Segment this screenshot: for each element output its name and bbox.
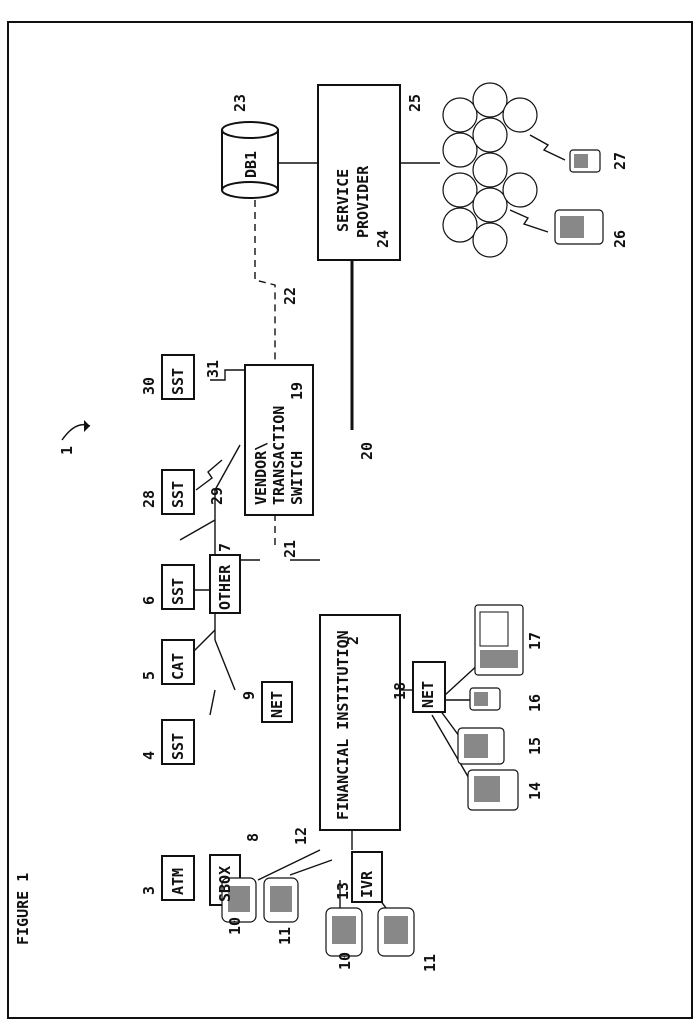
ivr-ref: 13	[334, 882, 352, 900]
vendor-label-1: VENDOR\	[252, 442, 270, 505]
link-22-ref: 22	[281, 287, 299, 305]
link-22	[255, 200, 275, 370]
financial-institution-box	[320, 615, 400, 830]
sp-ref: 24	[374, 230, 392, 248]
phone-14-ref: 14	[526, 782, 544, 800]
network-cloud-25	[443, 83, 537, 257]
sst6-label: SST	[169, 578, 187, 605]
atm-label: ATM	[169, 868, 187, 895]
vendor-label-3: SWITCH	[288, 451, 306, 505]
link-20-ref: 20	[358, 442, 376, 460]
net18-ref: 18	[391, 682, 409, 700]
sbox-label: SBOX	[216, 866, 234, 902]
other-ref: 7	[216, 543, 234, 552]
sst28-label: SST	[169, 481, 187, 508]
phone-10a-ref: 10	[226, 917, 244, 935]
phone-15-ref: 15	[526, 737, 544, 755]
link-other	[215, 640, 235, 690]
phone-26-ref: 26	[611, 230, 629, 248]
sbox-ref: 8	[244, 833, 262, 842]
fi-label: FINANCIAL INSTITUTION	[334, 630, 352, 820]
phone-15	[458, 728, 504, 764]
mobile-27-ref: 27	[611, 152, 629, 170]
net18-label: NET	[419, 681, 437, 708]
computer-17	[475, 605, 523, 675]
sst30-ref: 30	[140, 377, 158, 395]
ref-1-label: 1	[58, 446, 76, 455]
cloud-ref: 25	[406, 94, 424, 112]
db1-ref: 23	[231, 94, 249, 112]
phone-14	[468, 770, 518, 810]
phone-11a	[264, 878, 298, 922]
wireless-29-ref: 29	[208, 487, 226, 505]
vendor-label-2: TRANSACTION	[270, 406, 288, 505]
computer-17-ref: 17	[526, 632, 544, 650]
figure-title: FIGURE 1	[14, 873, 32, 945]
phone-10b	[326, 908, 362, 956]
link-sbox	[215, 445, 240, 490]
wireless-26	[510, 210, 548, 232]
vendor-ref: 19	[288, 382, 306, 400]
atm-ref: 3	[140, 886, 158, 895]
phone-11b-ref: 11	[421, 954, 439, 972]
line-12-ref: 12	[292, 827, 310, 845]
sst28-ref: 28	[140, 490, 158, 508]
link-31-ref: 31	[204, 360, 222, 378]
other-label: OTHER	[216, 564, 234, 610]
net9-ref: 9	[240, 691, 258, 700]
phone-16-ref: 16	[526, 694, 544, 712]
wireless-27	[530, 135, 565, 160]
fi-ref: 2	[344, 636, 362, 645]
ivr-label: IVR	[358, 870, 376, 898]
link-atm	[180, 520, 215, 540]
phone-11a-ref: 11	[276, 927, 294, 945]
sst4-ref: 4	[140, 751, 158, 760]
link-fi-d10a	[258, 850, 320, 880]
phone-16	[470, 688, 500, 710]
cat-ref: 5	[140, 671, 158, 680]
mobile-27	[570, 150, 600, 172]
cat-label: CAT	[169, 653, 187, 680]
phone-10b-ref: 10	[336, 952, 354, 970]
db1-label: DB1	[242, 151, 260, 178]
sst4-label: SST	[169, 733, 187, 760]
ref-1-arrowhead	[84, 420, 90, 432]
sp-label-1: SERVICE	[334, 169, 352, 232]
link-21-ref: 21	[281, 540, 299, 558]
link-fi-d11a	[290, 860, 332, 875]
sst30-label: SST	[169, 368, 187, 395]
sst6-ref: 6	[140, 596, 158, 605]
link-cat	[210, 690, 215, 715]
phone-11b	[378, 908, 414, 956]
sp-label-2: PROVIDER	[354, 165, 372, 238]
net9-label: NET	[268, 691, 286, 718]
phone-26	[555, 210, 603, 244]
